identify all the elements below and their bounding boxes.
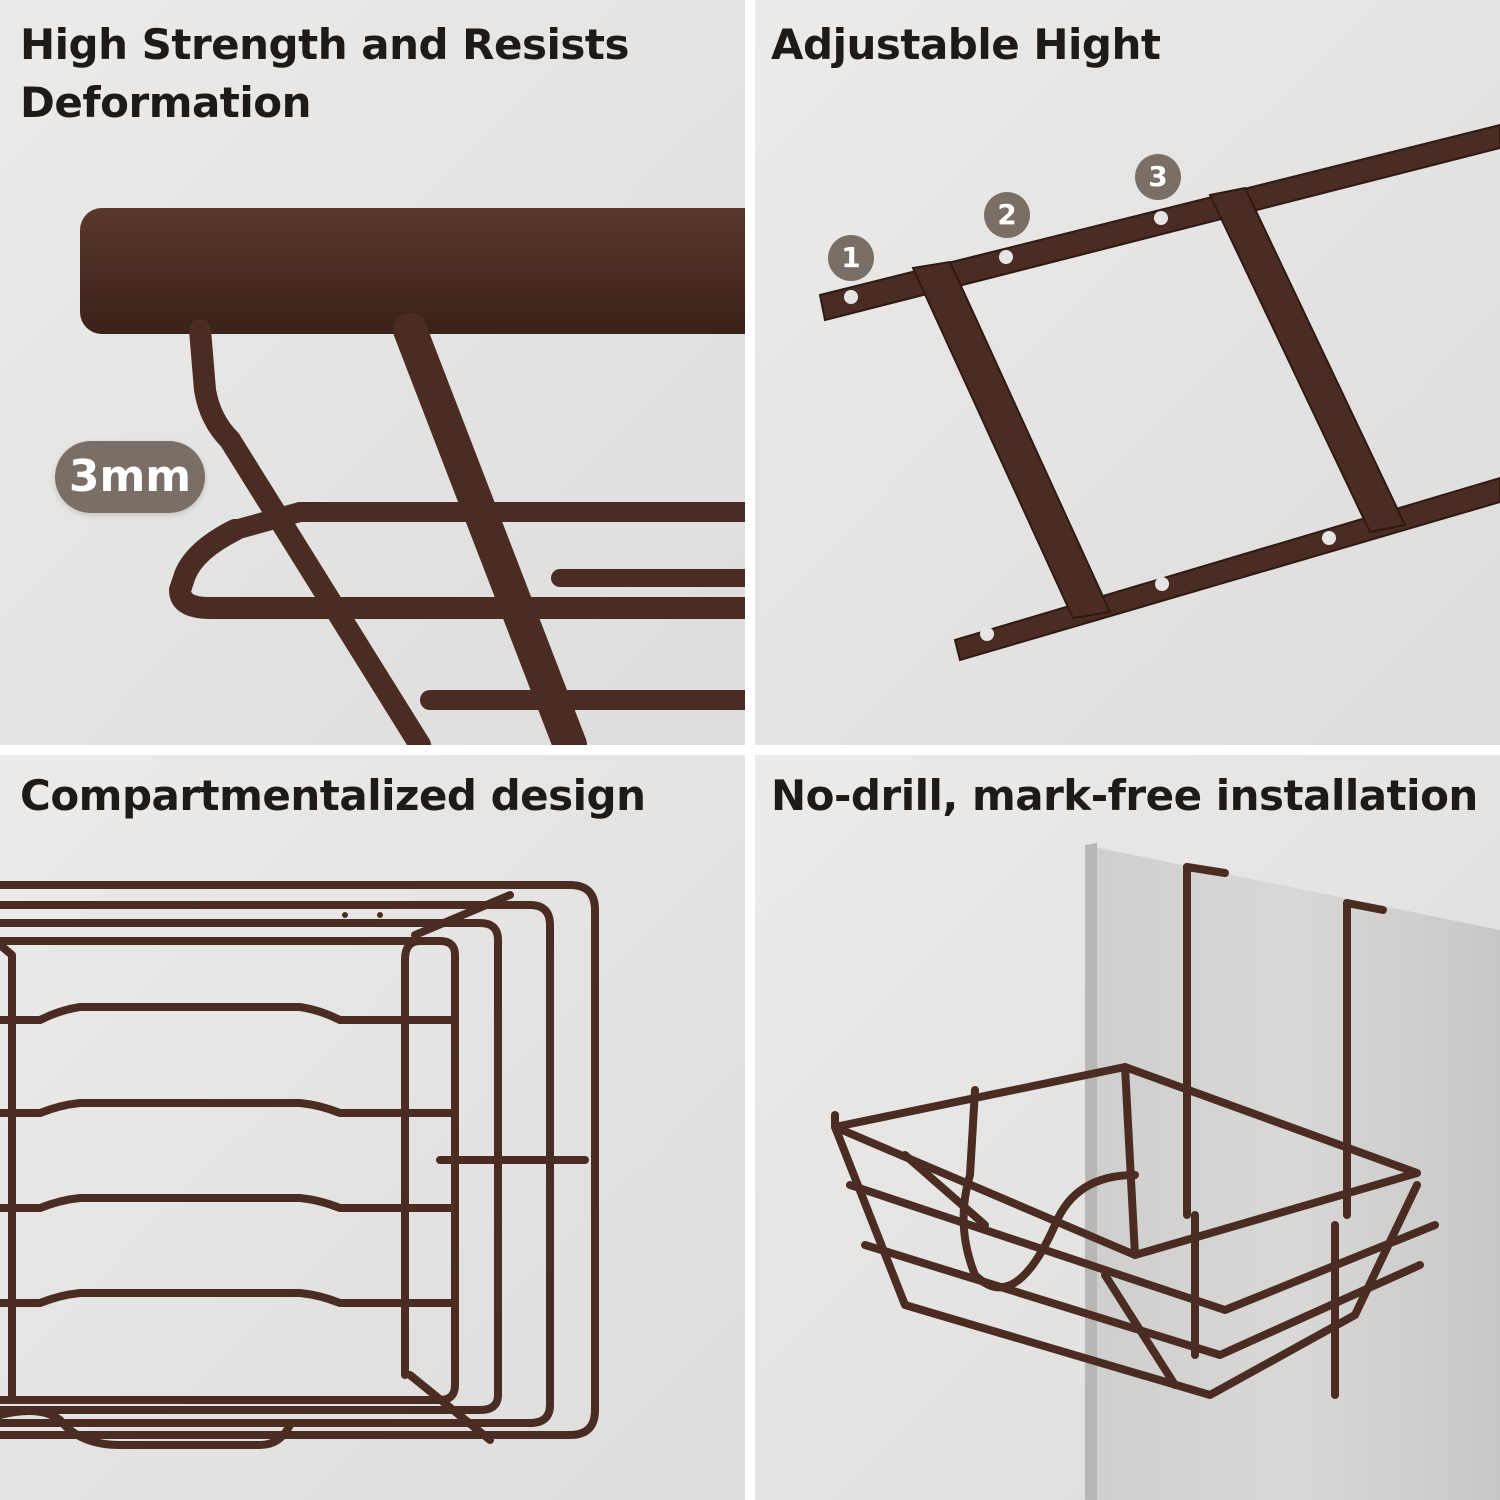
thickness-badge: 3mm (55, 441, 205, 513)
panel-title: Compartmentalized design (20, 771, 646, 820)
height-step-2: 2 (984, 192, 1030, 238)
height-step-1: 1 (828, 235, 874, 281)
basket-on-door-illustration (831, 843, 1500, 1500)
panel-installation: No-drill, mark-free installation (755, 755, 1500, 1500)
panel-strength: High Strength and Resists Deformation 3m… (0, 0, 745, 745)
basket-topdown-illustration (0, 881, 599, 1449)
hanger-frame-illustration (818, 123, 1500, 662)
panel-compartments: Compartmentalized design (0, 755, 745, 1500)
panel-title: High Strength and Resists Deformation (20, 20, 629, 127)
height-step-3: 3 (1135, 154, 1181, 200)
shelf-closeup-illustration (80, 208, 745, 745)
panel-title: Adjustable Hight (771, 20, 1161, 69)
panel-adjustable-height: Adjustable Hight 1 2 3 (755, 0, 1500, 745)
panel-title: No-drill, mark-free installation (771, 771, 1478, 820)
